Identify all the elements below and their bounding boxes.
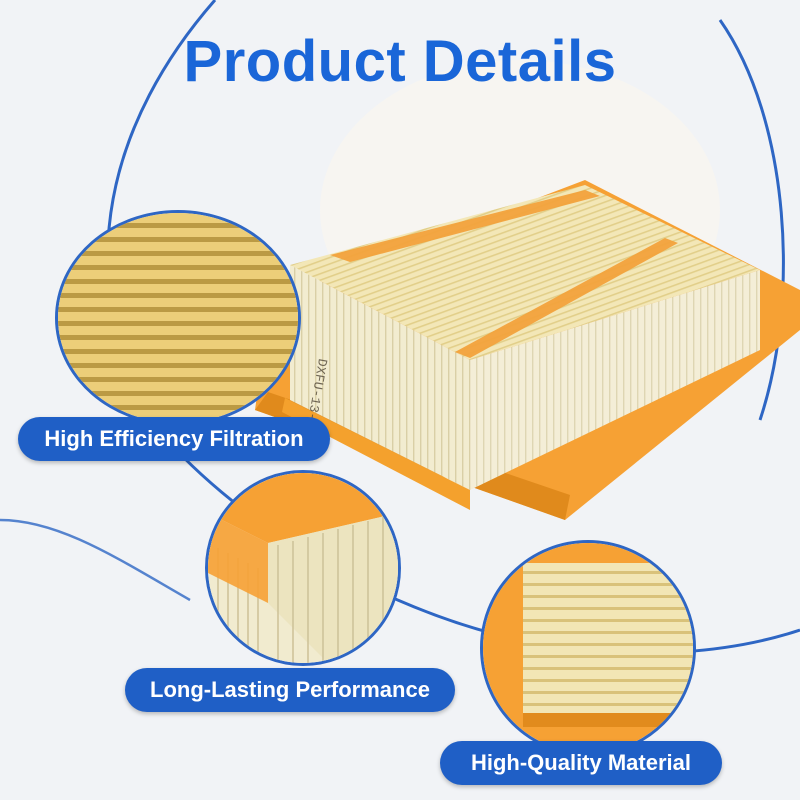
material-closeup: [480, 540, 696, 756]
filtration-closeup: [55, 210, 301, 426]
feature-filtration-pill: High Efficiency Filtration: [18, 417, 330, 461]
feature-material-pill: High-Quality Material: [440, 741, 722, 785]
pleat-closeup-image: [58, 213, 298, 423]
performance-closeup: [205, 470, 401, 666]
feature-performance-pill: Long-Lasting Performance: [125, 668, 455, 712]
frame-closeup-image: [483, 543, 693, 753]
page-title: Product Details: [183, 29, 617, 94]
corner-closeup-image: [208, 473, 398, 663]
